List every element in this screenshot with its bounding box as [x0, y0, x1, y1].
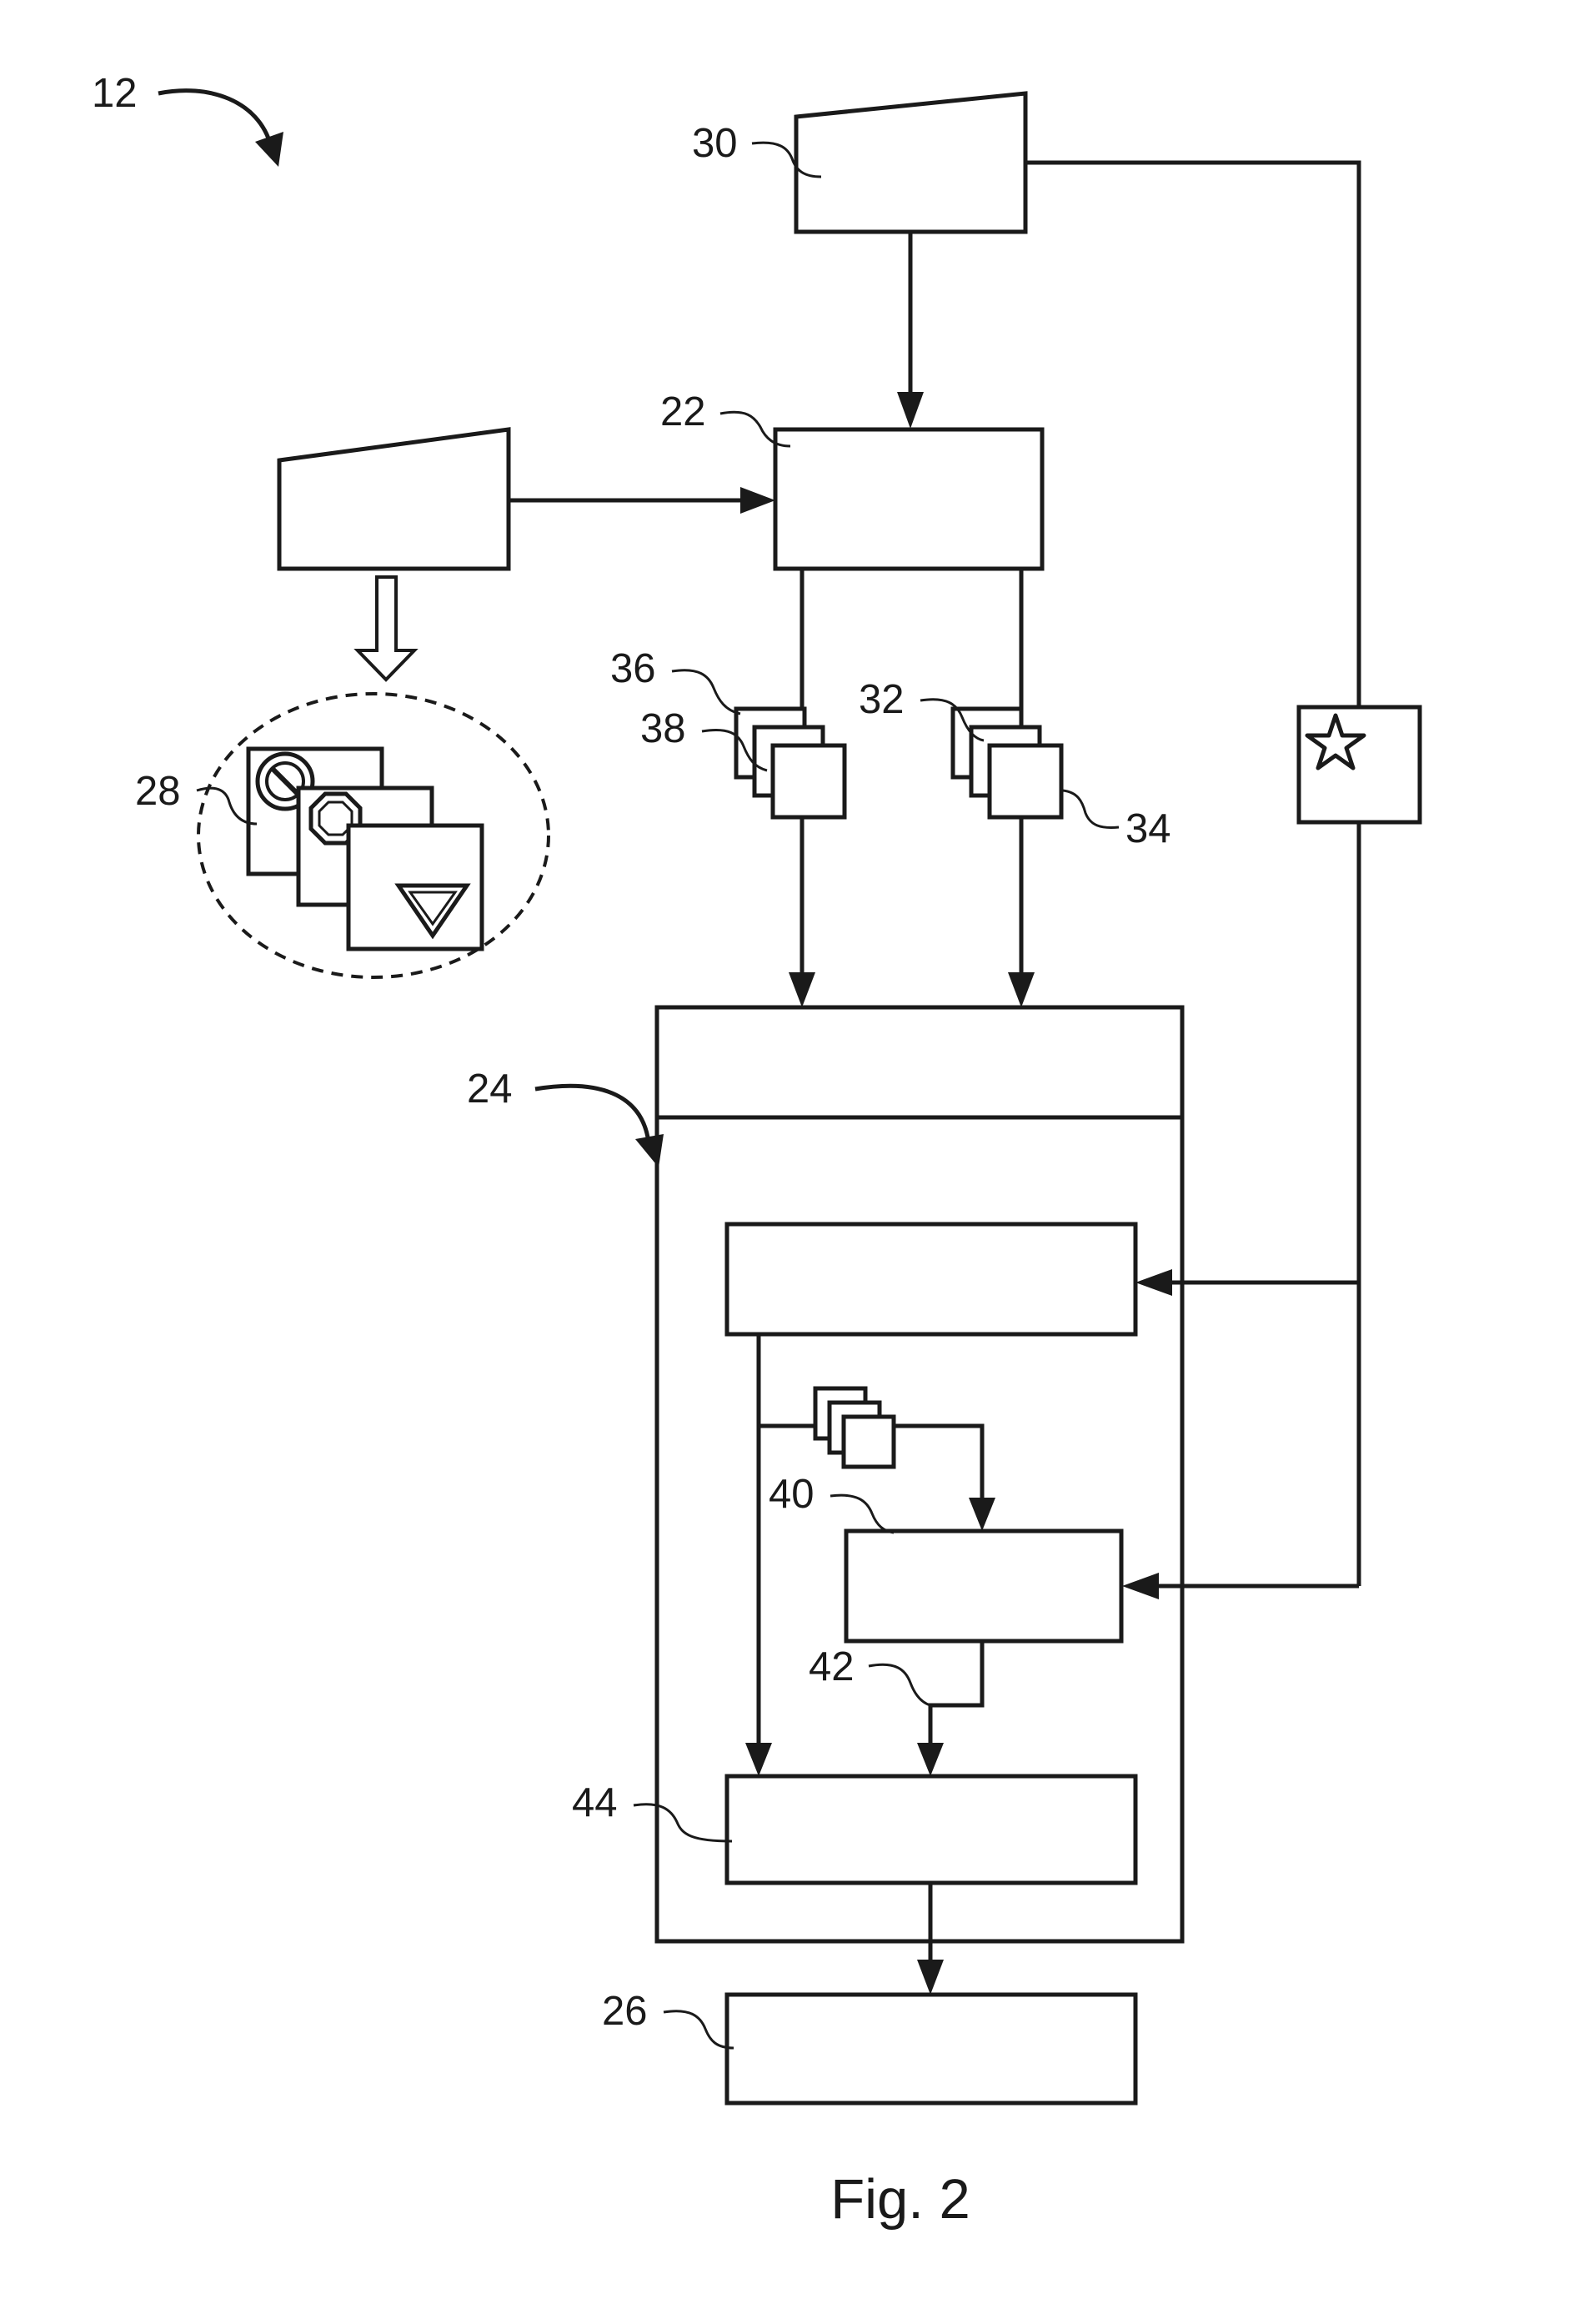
ref-12-arrowhead [255, 132, 283, 167]
ref-label-42: 42 [809, 1644, 855, 1689]
arrowhead-rail-inner-1 [1135, 1269, 1172, 1296]
ref-24-curve [534, 1083, 651, 1143]
component-44 [724, 1774, 1138, 1885]
ref-label-34: 34 [1125, 806, 1171, 851]
mini-stack-front [841, 1414, 896, 1469]
ref-label-22: 22 [660, 389, 706, 434]
arrowhead-source-22 [740, 487, 775, 514]
ref-label-30: 30 [692, 121, 738, 166]
hollow-down-arrow [353, 575, 419, 682]
arrowhead-30-22 [897, 392, 924, 429]
ref-label-12: 12 [92, 71, 138, 116]
ref-24-arrowhead [635, 1134, 664, 1167]
inner-box-1 [724, 1222, 1138, 1337]
star-icon [1305, 713, 1366, 770]
sign-source [277, 427, 511, 571]
figure-caption: Fig. 2 [830, 2168, 970, 2231]
arrowhead-inner-1-44 [745, 1743, 772, 1776]
leader-44 [633, 1803, 733, 1843]
ref-label-24: 24 [467, 1067, 513, 1112]
yield-sign-icon [394, 883, 471, 940]
ref-label-40: 40 [769, 1472, 815, 1517]
leader-30 [751, 141, 822, 178]
ref-label-32: 32 [859, 677, 905, 722]
arrowhead-stack-a-24 [789, 972, 815, 1007]
edge-40-44 [928, 1641, 985, 1764]
leader-42 [868, 1663, 931, 1707]
ref-12-curve [158, 88, 273, 147]
edge-stack-40 [894, 1423, 985, 1518]
edge-30-rail [1025, 160, 1361, 707]
leader-32 [920, 698, 985, 742]
leader-36 [671, 669, 741, 715]
ref-label-26: 26 [602, 1989, 648, 2034]
arrowhead-stack-40 [969, 1498, 995, 1531]
arrowhead-stack-b-24 [1008, 972, 1035, 1007]
ref-label-36: 36 [610, 646, 656, 691]
leader-26 [663, 2010, 734, 2050]
ref-label-44: 44 [572, 1780, 618, 1825]
leader-34 [1062, 789, 1120, 829]
component-30 [794, 91, 1028, 234]
leader-38 [701, 729, 768, 772]
component-26 [724, 1992, 1138, 2106]
ref-label-38: 38 [640, 706, 686, 751]
arrowhead-40-44 [917, 1743, 944, 1776]
sign-set-ellipse [197, 692, 550, 979]
ref-label-28: 28 [135, 769, 181, 814]
leader-22 [719, 410, 791, 448]
leader-40 [830, 1493, 895, 1534]
stack-34-front [987, 743, 1064, 820]
leader-28 [196, 786, 258, 826]
stack-38-front [770, 743, 847, 820]
arrowhead-44-26 [917, 1960, 944, 1995]
component-40 [844, 1528, 1124, 1644]
component-22 [773, 427, 1045, 571]
arrowhead-rail-40 [1122, 1573, 1159, 1599]
